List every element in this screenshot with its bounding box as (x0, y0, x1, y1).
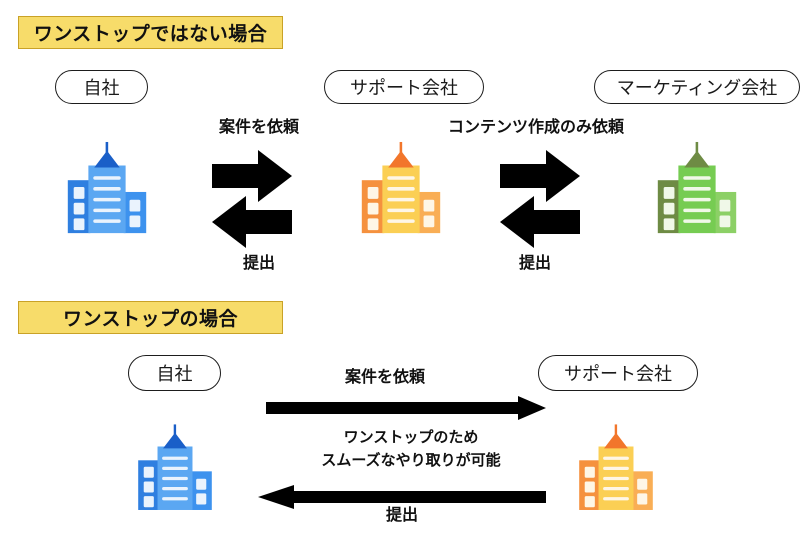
building-icon-orange-support-company (352, 140, 450, 240)
flow-label-request-1: 案件を依頼 (218, 119, 299, 136)
flow-label-submit-1: 提出 (242, 255, 275, 272)
arrow-right-own-to-support (212, 150, 292, 202)
arrow-left-support-to-own-2 (258, 485, 546, 509)
node-label-marketing-company: マーケティング会社 (594, 70, 800, 104)
flow-label-request-2: 案件を依頼 (344, 369, 425, 386)
building-icon-blue-own-company-2 (129, 422, 221, 517)
building-icon-green-marketing-company (648, 140, 746, 240)
arrow-left-support-to-own (212, 196, 292, 248)
arrow-right-own-to-support-2 (266, 396, 546, 420)
flow-label-submit-3: 提出 (385, 507, 418, 524)
node-label-support-company-2: サポート会社 (538, 355, 698, 391)
flow-label-content-only-request: コンテンツ作成のみ依頼 (447, 119, 624, 136)
building-icon-orange-support-company-2 (570, 422, 662, 517)
node-label-own-company: 自社 (55, 70, 148, 104)
building-icon-blue-own-company (58, 140, 156, 240)
section-banner-one-stop: ワンストップの場合 (18, 301, 283, 334)
flow-note-line-2: スムーズなやり取りが可能 (321, 452, 501, 469)
node-label-own-company-2: 自社 (128, 355, 221, 391)
arrow-left-marketing-to-support (500, 196, 580, 248)
flow-note-line-1: ワンストップのため (343, 429, 479, 446)
flow-label-submit-2: 提出 (518, 255, 551, 272)
arrow-right-support-to-marketing (500, 150, 580, 202)
section-banner-not-one-stop: ワンストップではない場合 (18, 16, 283, 49)
node-label-support-company: サポート会社 (324, 70, 484, 104)
